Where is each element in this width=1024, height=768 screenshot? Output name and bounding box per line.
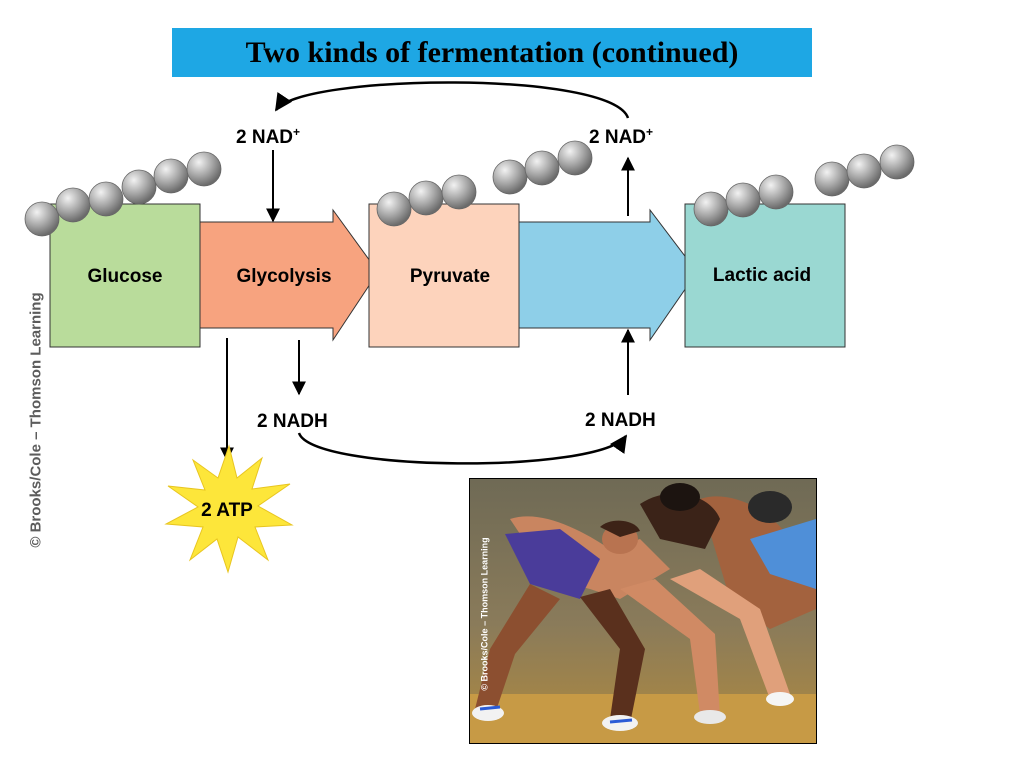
carbon-ball (88, 181, 124, 217)
carbon-ball (693, 191, 729, 227)
atp-label: 2 ATP (201, 500, 253, 521)
atp-starburst (164, 444, 294, 574)
carbon-ball (846, 153, 882, 189)
lactic-acid-molecule-1 (693, 174, 794, 227)
carbon-ball (24, 201, 60, 237)
glucose-label: Glucose (88, 266, 163, 287)
nad-left-label: 2 NAD+ (236, 125, 300, 148)
nadh-right-label: 2 NADH (585, 410, 656, 431)
sprinters-illustration (470, 479, 816, 743)
pyruvate-label: Pyruvate (410, 266, 490, 287)
lactic-acid-label: Lactic acid (713, 265, 811, 286)
nad-right-label: 2 NAD+ (589, 125, 653, 148)
carbon-ball (121, 169, 157, 205)
sprinters-photo: © Brooks/Cole – Thomson Learning (469, 478, 817, 744)
lactic-acid-molecule-2 (814, 144, 915, 197)
glucose-molecule (24, 151, 222, 237)
carbon-ball (153, 158, 189, 194)
reduction-arrow (518, 208, 698, 342)
pyruvate-box (368, 203, 520, 348)
lactic-acid-box (684, 203, 846, 348)
carbon-ball (186, 151, 222, 187)
carbon-ball (492, 159, 528, 195)
pyruvate-molecule-2 (492, 140, 593, 195)
nad-cycle-arrow (274, 81, 630, 119)
title-bar: Two kinds of fermentation (continued) (172, 28, 812, 77)
carbon-ball (408, 180, 444, 216)
page-title: Two kinds of fermentation (continued) (245, 35, 739, 69)
nadh-cycle-arrow (297, 432, 628, 465)
carbon-ball (879, 144, 915, 180)
carbon-ball (758, 174, 794, 210)
carbon-ball (376, 191, 412, 227)
carbon-ball (55, 187, 91, 223)
carbon-ball (557, 140, 593, 176)
glycolysis-arrow (199, 208, 379, 342)
nadh-left-label: 2 NADH (257, 411, 328, 432)
pyruvate-molecule-1 (376, 174, 477, 227)
carbon-ball (524, 150, 560, 186)
glycolysis-label: Glycolysis (236, 266, 331, 287)
carbon-ball (441, 174, 477, 210)
glucose-box (49, 203, 201, 348)
carbon-ball (814, 161, 850, 197)
carbon-ball (725, 182, 761, 218)
photo-credit: © Brooks/Cole – Thomson Learning (479, 537, 490, 691)
